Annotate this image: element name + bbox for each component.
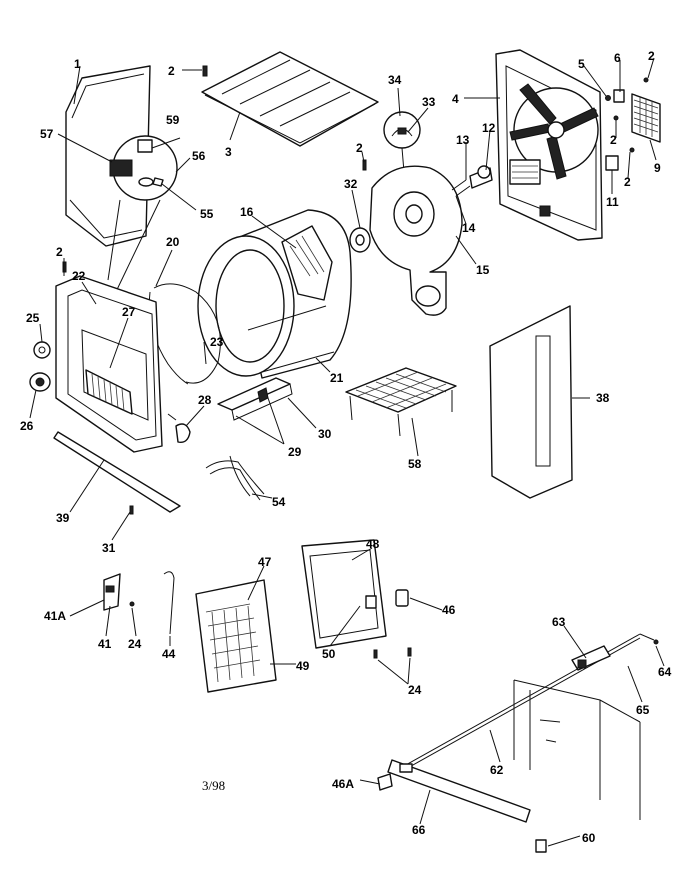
callout-6: 6 <box>614 51 621 65</box>
callout-46: 46 <box>442 603 456 617</box>
callout-29: 29 <box>288 445 302 459</box>
callout-56: 56 <box>192 149 206 163</box>
callout-54: 54 <box>272 495 286 509</box>
date-code: 3/98 <box>202 778 225 793</box>
callout-15: 15 <box>476 263 490 277</box>
drying-rack <box>345 367 457 437</box>
callout-41A: 41A <box>44 609 66 623</box>
callout-2-bulkhead: 2 <box>356 141 363 155</box>
pulley <box>349 227 371 253</box>
callout-14: 14 <box>462 221 476 235</box>
callout-63: 63 <box>552 615 566 629</box>
callout-16: 16 <box>240 205 254 219</box>
side-panel-right <box>489 305 573 499</box>
door-switch <box>167 413 191 443</box>
callout-2-front: 2 <box>56 245 63 259</box>
callout-23: 23 <box>210 335 224 349</box>
callout-66: 66 <box>412 823 426 837</box>
callout-55: 55 <box>200 207 214 221</box>
rod-bracket-63 <box>571 645 611 671</box>
callout-12: 12 <box>482 121 496 135</box>
callout-2-rear-a: 2 <box>610 133 617 147</box>
callout-60: 60 <box>582 831 596 845</box>
callout-30: 30 <box>318 427 332 441</box>
hinge-bracket <box>103 573 135 611</box>
callout-5: 5 <box>578 57 585 71</box>
rear-panel <box>495 49 603 241</box>
end-cap-60 <box>535 839 547 853</box>
callout-22: 22 <box>72 269 86 283</box>
callout-2-top: 2 <box>168 64 175 78</box>
clip-46A <box>377 773 393 791</box>
callout-1: 1 <box>74 57 81 71</box>
callout-50: 50 <box>322 647 336 661</box>
callout-2-rear-b: 2 <box>624 175 631 189</box>
callout-33: 33 <box>422 95 436 109</box>
callout-20: 20 <box>166 235 180 249</box>
callout-39: 39 <box>56 511 70 525</box>
small-hardware-rear <box>605 77 649 171</box>
cabinet-frame-outline <box>513 679 641 820</box>
screws <box>62 65 367 273</box>
wire-harness <box>205 455 265 501</box>
callout-64: 64 <box>658 665 672 679</box>
top-panel <box>201 51 379 147</box>
callout-57: 57 <box>40 127 54 141</box>
callout-9: 9 <box>654 161 661 175</box>
callout-38: 38 <box>596 391 610 405</box>
callout-58: 58 <box>408 457 422 471</box>
door-screws <box>373 647 412 659</box>
callout-2-rear: 2 <box>648 49 655 63</box>
callout-62: 62 <box>490 763 504 777</box>
callout-49: 49 <box>296 659 310 673</box>
switch-detail-inset <box>107 135 178 301</box>
exhaust-grille <box>631 93 661 143</box>
latch-rod <box>163 571 175 635</box>
callout-24-right: 24 <box>408 683 422 697</box>
door-catch <box>395 589 409 607</box>
callout-59: 59 <box>166 113 180 127</box>
callout-21: 21 <box>330 371 344 385</box>
drum <box>197 209 352 379</box>
lint-filter <box>85 369 133 415</box>
callout-3: 3 <box>225 145 232 159</box>
callout-46A: 46A <box>332 777 354 791</box>
callout-41: 41 <box>98 637 112 651</box>
front-panel <box>55 275 163 453</box>
callout-34: 34 <box>388 73 402 87</box>
callout-31: 31 <box>102 541 116 555</box>
door-outer <box>301 539 387 649</box>
door-inner-panel <box>195 579 277 693</box>
bulkhead-hardware <box>451 165 493 197</box>
leader-lines <box>29 57 665 847</box>
callout-4: 4 <box>452 92 459 106</box>
rod-end-64 <box>639 633 659 645</box>
rail-66 <box>387 759 531 823</box>
callout-32: 32 <box>344 177 358 191</box>
callout-24-left: 24 <box>128 637 142 651</box>
callout-13: 13 <box>456 133 470 147</box>
callout-27: 27 <box>122 305 136 319</box>
callout-26: 26 <box>20 419 34 433</box>
callout-48: 48 <box>366 537 380 551</box>
bearing-detail-inset <box>383 111 421 173</box>
drum-support <box>217 377 293 421</box>
callout-47: 47 <box>258 555 272 569</box>
toe-kick <box>53 431 181 513</box>
drum-baffle <box>281 225 333 301</box>
callout-44: 44 <box>162 647 176 661</box>
bulkhead <box>369 165 463 316</box>
callout-11: 11 <box>606 195 619 209</box>
callout-labels: 1 2 3 4 5 6 2 9 11 2 2 12 13 14 15 34 33… <box>20 49 672 845</box>
front-hardware <box>29 341 51 392</box>
callout-25: 25 <box>26 311 40 325</box>
callout-65: 65 <box>636 703 650 717</box>
screw-31 <box>129 505 134 515</box>
callout-28: 28 <box>198 393 212 407</box>
side-panel-left <box>65 65 151 247</box>
